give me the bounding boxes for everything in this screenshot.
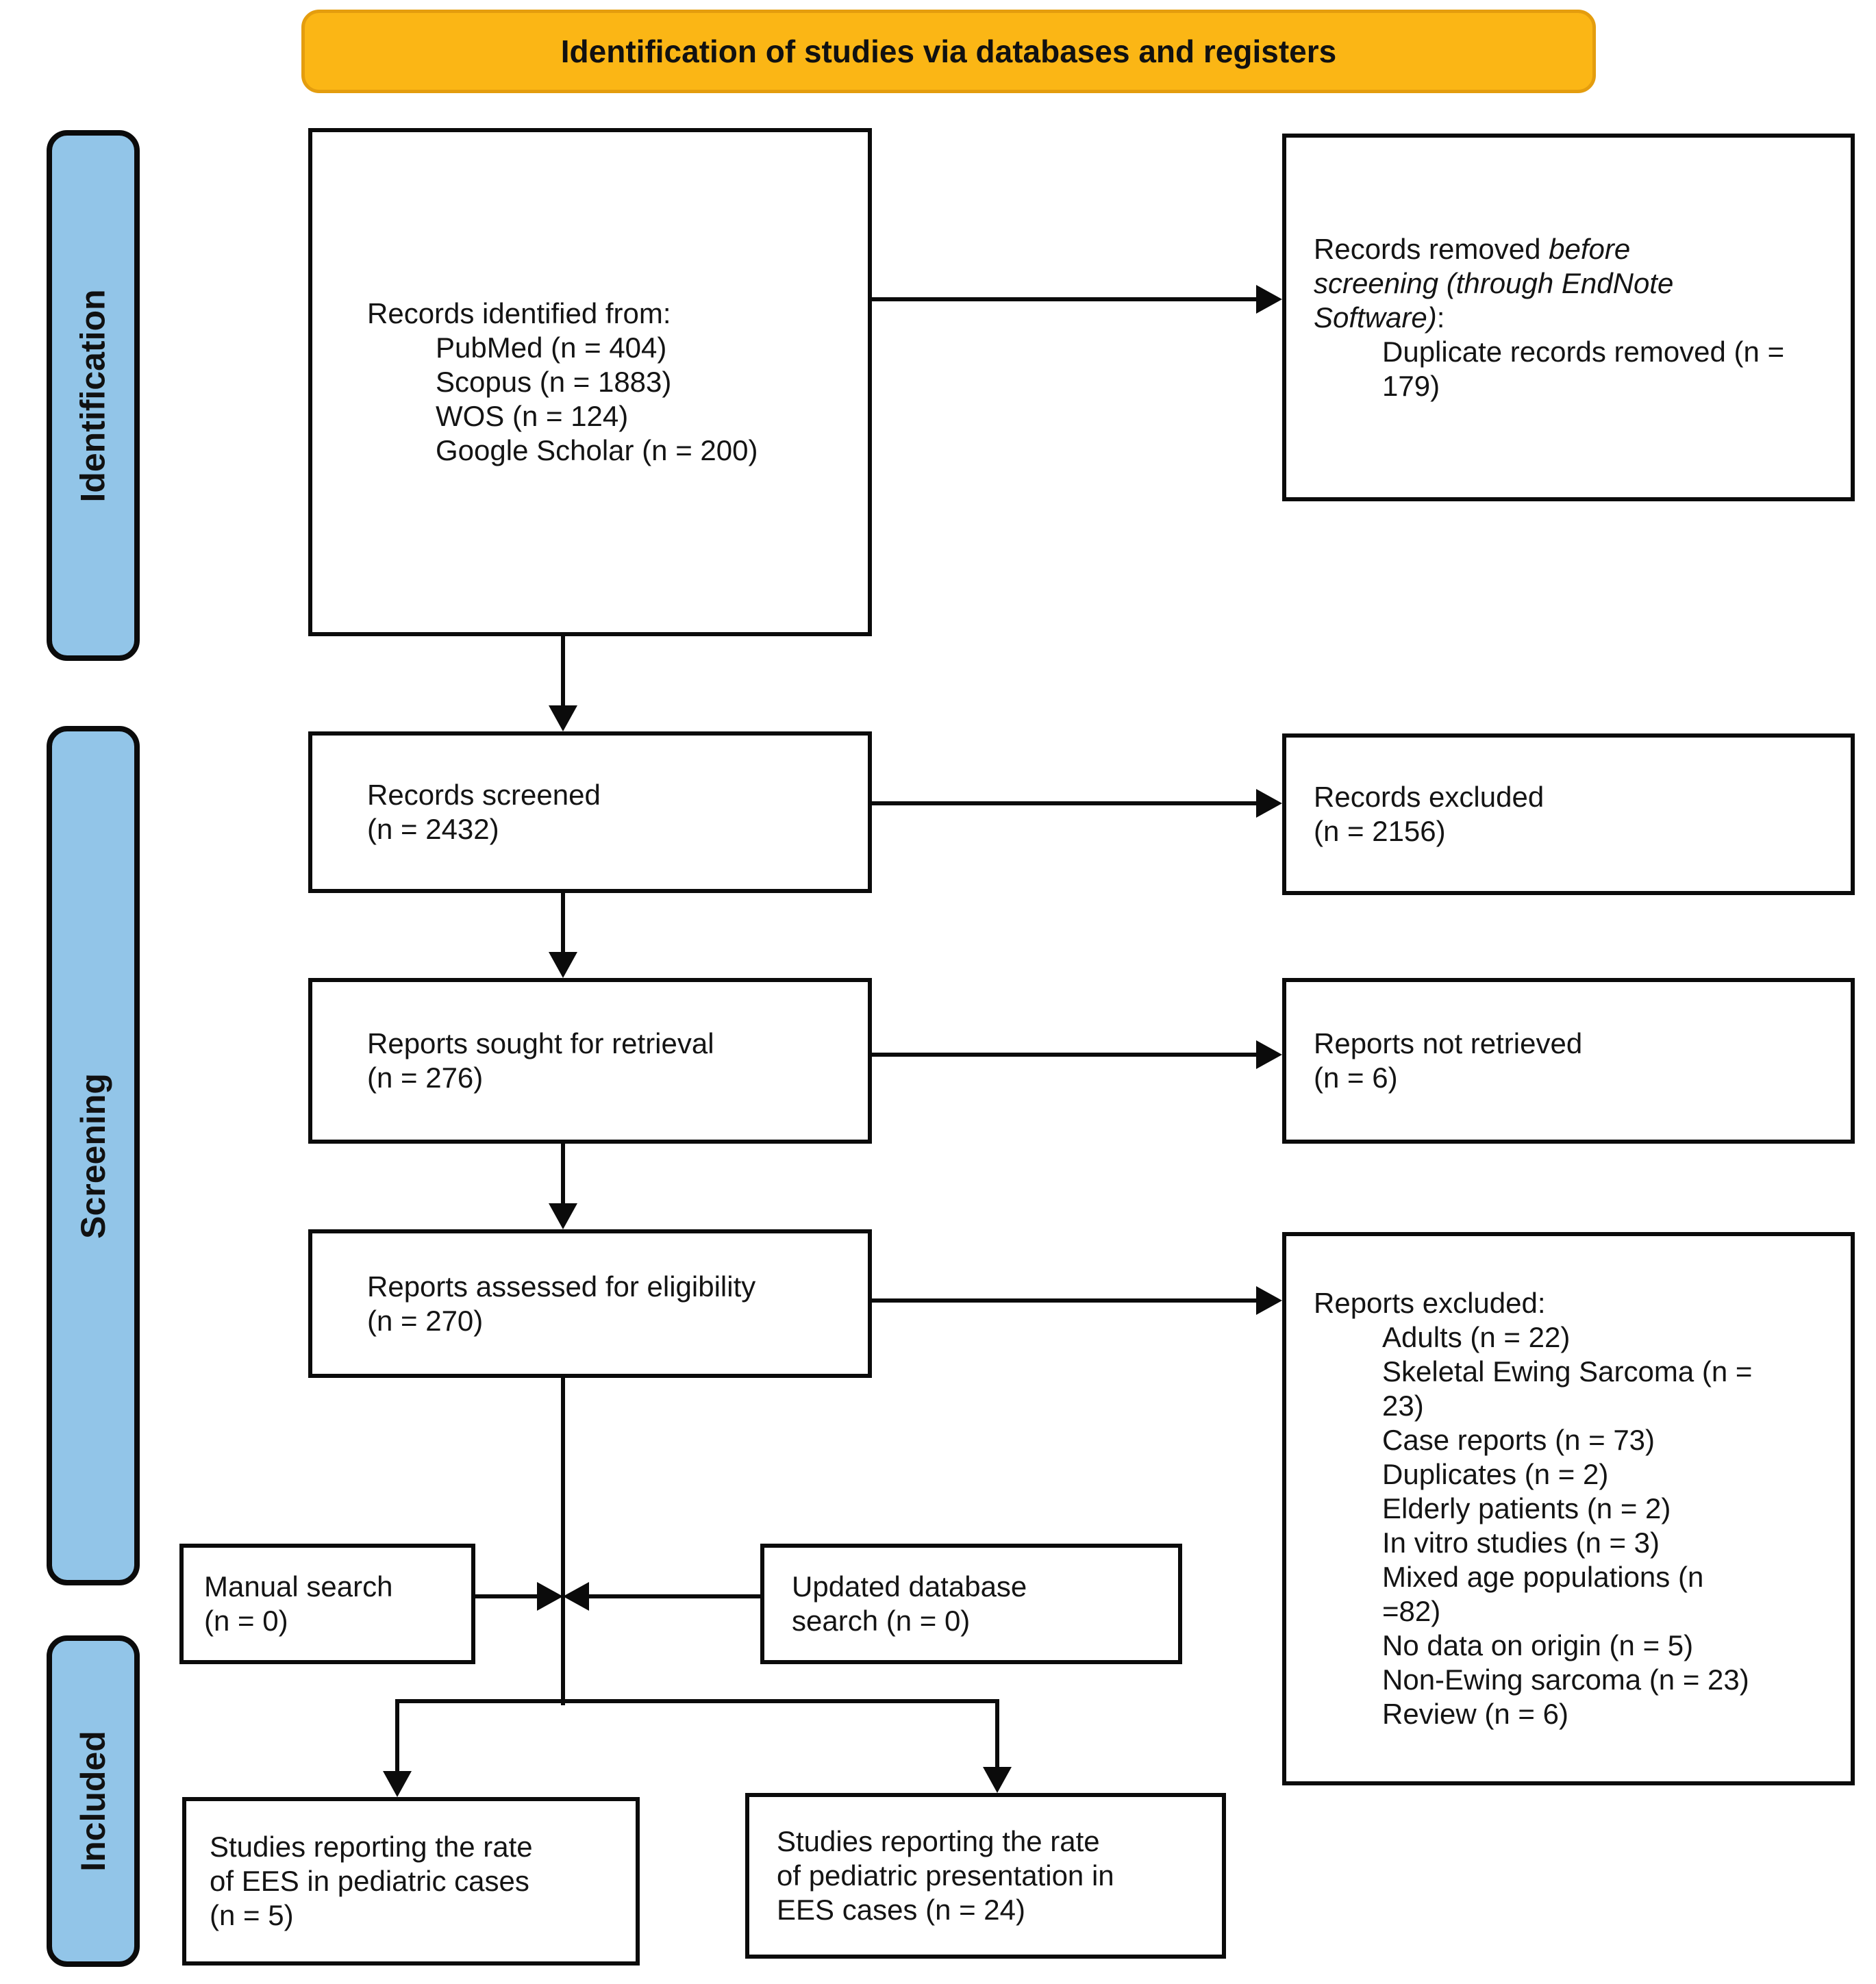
studies-rate-ees-line: Studies reporting the rate <box>210 1831 533 1863</box>
reports-excluded-item: Adults (n = 22) <box>1382 1321 1571 1353</box>
reports-excluded-item: Non-Ewing sarcoma (n = 23) <box>1382 1663 1749 1696</box>
reports-excluded-item: Elderly patients (n = 2) <box>1382 1492 1671 1524</box>
arrow-identified-to-screened <box>561 636 565 705</box>
arrowhead-right-icon <box>1256 789 1282 818</box>
reports-not-retrieved-line: Reports not retrieved <box>1314 1027 1583 1059</box>
reports-excluded-item: Review (n = 6) <box>1382 1698 1568 1730</box>
distribution-line <box>395 1699 999 1703</box>
records-removed-suffix: : <box>1436 301 1445 334</box>
arrow-sought-to-assessed <box>561 1144 565 1203</box>
studies-rate-ees-line: of EES in pediatric cases <box>210 1865 529 1897</box>
manual-search-count: (n = 0) <box>204 1605 288 1637</box>
stage-label-identification-text: Identification <box>74 288 113 503</box>
arrow-assessed-to-reports-excluded <box>872 1298 1256 1303</box>
box-records-excluded: Records excluded (n = 2156) <box>1282 733 1855 895</box>
box-updated-search: Updated database search (n = 0) <box>760 1544 1182 1664</box>
arrowhead-down-icon <box>549 1203 577 1229</box>
reports-assessed-count: (n = 270) <box>367 1304 484 1337</box>
records-screened-count: (n = 2432) <box>367 813 499 845</box>
box-manual-search: Manual search (n = 0) <box>179 1544 475 1664</box>
arrowhead-down-icon <box>549 705 577 731</box>
records-removed-intro: Records removed before screening (throug… <box>1314 232 1823 335</box>
records-excluded-count: (n = 2156) <box>1314 815 1446 847</box>
arrowhead-down-icon <box>383 1771 412 1797</box>
arrowhead-down-icon <box>983 1767 1012 1793</box>
stage-label-screening: Screening <box>47 726 140 1585</box>
reports-sought-count: (n = 276) <box>367 1062 484 1094</box>
manual-search-line: Manual search <box>204 1570 393 1603</box>
arrow-to-studies-rate-pediatric <box>995 1701 999 1767</box>
box-reports-sought: Reports sought for retrieval (n = 276) <box>308 978 872 1144</box>
box-records-identified: Records identified from: PubMed (n = 404… <box>308 128 872 636</box>
box-reports-assessed: Reports assessed for eligibility (n = 27… <box>308 1229 872 1378</box>
stage-label-included-text: Included <box>74 1731 113 1872</box>
records-removed-italic: before screening (through EndNote Softwa… <box>1314 232 1674 334</box>
studies-rate-pediatric-count: EES cases (n = 24) <box>777 1894 1026 1926</box>
stage-label-identification: Identification <box>47 130 140 661</box>
studies-rate-pediatric-line: of pediatric presentation in <box>777 1859 1114 1892</box>
updated-search-line: Updated database <box>792 1570 1027 1603</box>
studies-rate-pediatric-line: Studies reporting the rate <box>777 1825 1100 1857</box>
reports-excluded-item: Skeletal Ewing Sarcoma (n = 23) <box>1382 1355 1753 1422</box>
reports-excluded-item: No data on origin (n = 5) <box>1382 1629 1694 1661</box>
arrowhead-down-icon <box>549 952 577 978</box>
arrowhead-right-icon <box>1256 1040 1282 1069</box>
box-records-removed: Records removed before screening (throug… <box>1282 134 1855 501</box>
banner: Identification of studies via databases … <box>301 10 1596 93</box>
reports-not-retrieved-count: (n = 6) <box>1314 1062 1398 1094</box>
records-removed-item: Duplicate records removed (n = 179) <box>1382 335 1785 402</box>
arrow-screened-to-excluded <box>872 801 1256 805</box>
spine-assessed-to-included <box>561 1378 565 1705</box>
reports-sought-line: Reports sought for retrieval <box>367 1027 714 1059</box>
records-excluded-line: Records excluded <box>1314 781 1544 813</box>
records-identified-item: Scopus (n = 1883) <box>436 366 672 398</box>
studies-rate-ees-count: (n = 5) <box>210 1899 294 1931</box>
reports-excluded-item: Case reports (n = 73) <box>1382 1424 1655 1456</box>
arrowhead-right-icon <box>1256 285 1282 314</box>
records-identified-item: Google Scholar (n = 200) <box>436 434 758 466</box>
arrowhead-right-icon <box>537 1582 563 1611</box>
box-studies-rate-ees: Studies reporting the rate of EES in ped… <box>182 1797 640 1966</box>
arrow-screened-to-sought <box>561 893 565 952</box>
arrow-updated-search-to-spine <box>589 1594 760 1598</box>
arrow-manual-search-to-spine <box>475 1594 537 1598</box>
arrowhead-left-icon <box>563 1582 589 1611</box>
updated-search-count: search (n = 0) <box>792 1605 971 1637</box>
box-studies-rate-pediatric: Studies reporting the rate of pediatric … <box>745 1793 1226 1959</box>
reports-assessed-line: Reports assessed for eligibility <box>367 1270 756 1303</box>
banner-title: Identification of studies via databases … <box>560 34 1337 69</box>
box-reports-excluded: Reports excluded: Adults (n = 22) Skelet… <box>1282 1232 1855 1785</box>
reports-excluded-item: In vitro studies (n = 3) <box>1382 1527 1660 1559</box>
arrow-sought-to-not-retrieved <box>872 1053 1256 1057</box>
records-identified-item: PubMed (n = 404) <box>436 331 667 364</box>
records-screened-line: Records screened <box>367 779 601 811</box>
reports-excluded-item: Duplicates (n = 2) <box>1382 1458 1609 1490</box>
reports-excluded-item: Mixed age populations (n =82) <box>1382 1561 1704 1627</box>
arrow-to-studies-rate-ees <box>395 1701 399 1771</box>
reports-excluded-intro: Reports excluded: <box>1314 1287 1546 1319</box>
records-identified-item: WOS (n = 124) <box>436 400 629 432</box>
records-identified-intro: Records identified from: <box>367 297 671 329</box>
stage-label-screening-text: Screening <box>74 1072 112 1239</box>
stage-label-included: Included <box>47 1635 140 1967</box>
records-removed-prefix: Records removed <box>1314 232 1549 265</box>
arrow-identified-to-removed <box>872 297 1256 301</box>
box-records-screened: Records screened (n = 2432) <box>308 731 872 893</box>
box-reports-not-retrieved: Reports not retrieved (n = 6) <box>1282 978 1855 1144</box>
arrowhead-right-icon <box>1256 1286 1282 1315</box>
